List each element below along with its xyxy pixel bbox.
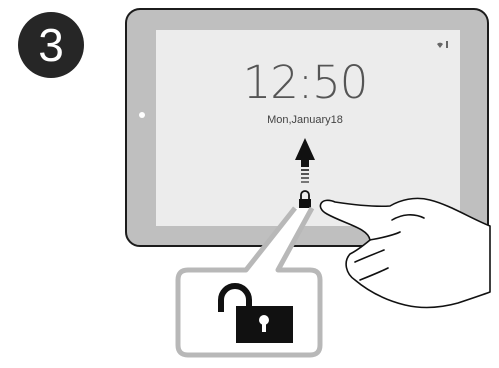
up-arrow-icon <box>295 138 315 183</box>
pointing-hand-icon <box>319 197 491 309</box>
step-number-badge: 3 <box>18 12 84 78</box>
unlocked-padlock-icon <box>218 283 293 343</box>
padlock-icon <box>299 190 311 208</box>
lock-screen-date: Mon,January18 <box>267 114 343 126</box>
step-number: 3 <box>38 19 64 71</box>
wifi-battery-icon <box>437 41 448 48</box>
lock-screen-time: 12:50 <box>242 56 369 109</box>
camera-dot <box>139 112 145 118</box>
